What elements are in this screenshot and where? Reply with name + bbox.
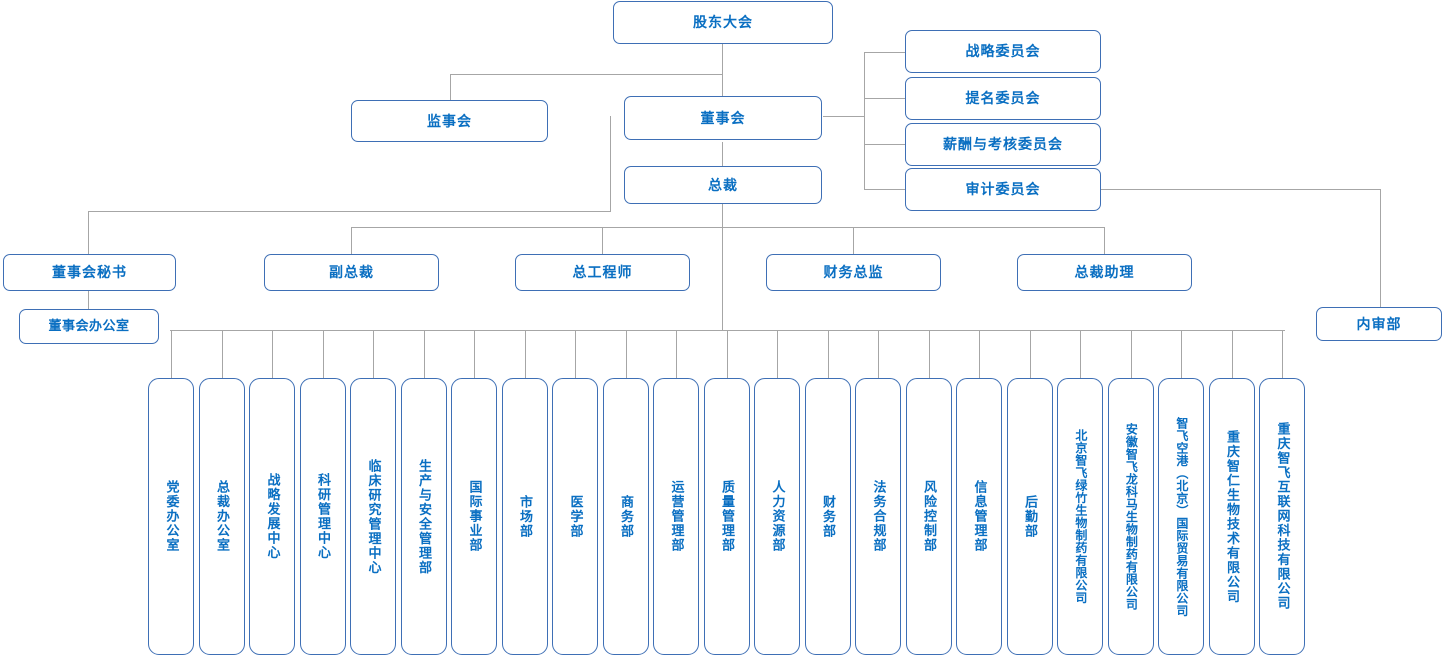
node-department-9[interactable]: 医学部 bbox=[552, 378, 598, 655]
connector-committee-3 bbox=[864, 144, 906, 146]
node-department-16[interactable]: 风险控制部 bbox=[905, 378, 952, 655]
node-committee-remuneration[interactable]: 薪酬与考核委员会 bbox=[905, 123, 1101, 166]
node-department-4[interactable]: 科研管理中心 bbox=[299, 378, 346, 655]
node-board-secretary[interactable]: 董事会秘书 bbox=[3, 254, 176, 291]
node-department-1[interactable]: 党委办公室 bbox=[148, 378, 194, 655]
connector-department-drop bbox=[575, 330, 577, 378]
connector-to-vice-president bbox=[351, 227, 353, 254]
connector-department-drop bbox=[625, 330, 627, 378]
connector-board-to-president bbox=[722, 142, 724, 168]
node-department-19[interactable]: 北京智飞绿竹生物制药有限公司 bbox=[1057, 378, 1103, 655]
node-department-17[interactable]: 信息管理部 bbox=[956, 378, 1002, 655]
connector-department-drop bbox=[1130, 330, 1132, 378]
connector-committee-4 bbox=[864, 189, 906, 191]
node-president[interactable]: 总裁 bbox=[624, 166, 822, 204]
connector-department-drop bbox=[928, 330, 930, 378]
node-department-23[interactable]: 重庆智飞互联网科技有限公司 bbox=[1259, 378, 1305, 655]
node-board-office[interactable]: 董事会办公室 bbox=[19, 309, 159, 344]
node-vice-president[interactable]: 副总裁 bbox=[264, 254, 439, 291]
connector-to-board-secretary bbox=[88, 211, 90, 254]
connector-department-drop bbox=[878, 330, 880, 378]
node-committee-nomination[interactable]: 提名委员会 bbox=[905, 77, 1101, 120]
connector-to-cfo bbox=[853, 227, 855, 254]
node-department-6[interactable]: 生产与安全管理部 bbox=[400, 378, 447, 655]
connector-department-drop bbox=[474, 330, 476, 378]
connector-executive-bus-upper bbox=[88, 211, 611, 213]
connector-department-drop bbox=[1080, 330, 1082, 378]
node-chief-engineer[interactable]: 总工程师 bbox=[515, 254, 690, 291]
connector-department-drop bbox=[272, 330, 274, 378]
connector-department-drop bbox=[322, 330, 324, 378]
node-board-of-directors[interactable]: 董事会 bbox=[624, 96, 822, 140]
connector-executive-bus-lower bbox=[351, 227, 1105, 229]
node-department-18[interactable]: 后勤部 bbox=[1006, 378, 1053, 655]
connector-shareholders-to-board bbox=[722, 44, 724, 100]
node-internal-audit[interactable]: 内审部 bbox=[1316, 307, 1442, 341]
connector-shareholders-branch bbox=[450, 74, 723, 76]
node-committee-audit[interactable]: 审计委员会 bbox=[905, 168, 1101, 211]
connector-board-to-committees bbox=[823, 116, 865, 118]
connector-secretary-to-office bbox=[88, 291, 90, 309]
node-department-15[interactable]: 法务合规部 bbox=[855, 378, 901, 655]
node-department-21[interactable]: 智飞空港（北京）国际贸易有限公司 bbox=[1158, 378, 1204, 655]
connector-board-left-stem bbox=[610, 116, 612, 211]
connector-department-drop bbox=[1231, 330, 1233, 378]
connector-department-drop bbox=[1181, 330, 1183, 378]
connector-committee-1 bbox=[864, 52, 906, 54]
connector-to-supervisors bbox=[450, 74, 452, 100]
connector-department-drop bbox=[777, 330, 779, 378]
node-president-assistant[interactable]: 总裁助理 bbox=[1017, 254, 1192, 291]
node-department-8[interactable]: 市场部 bbox=[501, 378, 548, 655]
connector-department-drop bbox=[171, 330, 173, 378]
node-department-22[interactable]: 重庆智仁生物技术有限公司 bbox=[1208, 378, 1255, 655]
connector-committee-bus bbox=[864, 52, 866, 190]
connector-president-to-departments bbox=[722, 202, 724, 330]
connector-department-drop bbox=[1029, 330, 1031, 378]
node-department-12[interactable]: 质量管理部 bbox=[703, 378, 750, 655]
node-committee-strategy[interactable]: 战略委员会 bbox=[905, 30, 1101, 73]
connector-department-drop bbox=[373, 330, 375, 378]
node-department-10[interactable]: 商务部 bbox=[602, 378, 649, 655]
connector-department-drop bbox=[524, 330, 526, 378]
connector-audit-to-internal-audit bbox=[1101, 189, 1381, 191]
connector-department-drop bbox=[221, 330, 223, 378]
node-department-11[interactable]: 运营管理部 bbox=[653, 378, 699, 655]
connector-committee-2 bbox=[864, 98, 906, 100]
connector-department-drop bbox=[423, 330, 425, 378]
connector-department-drop bbox=[726, 330, 728, 378]
node-department-14[interactable]: 财务部 bbox=[804, 378, 851, 655]
node-department-20[interactable]: 安徽智飞龙科马生物制药有限公司 bbox=[1107, 378, 1154, 655]
connector-department-drop bbox=[827, 330, 829, 378]
node-department-7[interactable]: 国际事业部 bbox=[451, 378, 497, 655]
connector-department-drop bbox=[979, 330, 981, 378]
node-cfo[interactable]: 财务总监 bbox=[766, 254, 941, 291]
connector-to-chief-engineer bbox=[602, 227, 604, 254]
node-board-of-supervisors[interactable]: 监事会 bbox=[351, 100, 548, 142]
node-department-2[interactable]: 总裁办公室 bbox=[198, 378, 245, 655]
connector-department-drop bbox=[1282, 330, 1284, 378]
connector-department-drop bbox=[676, 330, 678, 378]
node-shareholders-meeting[interactable]: 股东大会 bbox=[613, 1, 833, 44]
node-department-3[interactable]: 战略发展中心 bbox=[249, 378, 295, 655]
node-department-5[interactable]: 临床研究管理中心 bbox=[350, 378, 396, 655]
node-department-13[interactable]: 人力资源部 bbox=[754, 378, 800, 655]
connector-to-president-assistant bbox=[1104, 227, 1106, 254]
connector-internal-audit-drop bbox=[1380, 189, 1382, 307]
